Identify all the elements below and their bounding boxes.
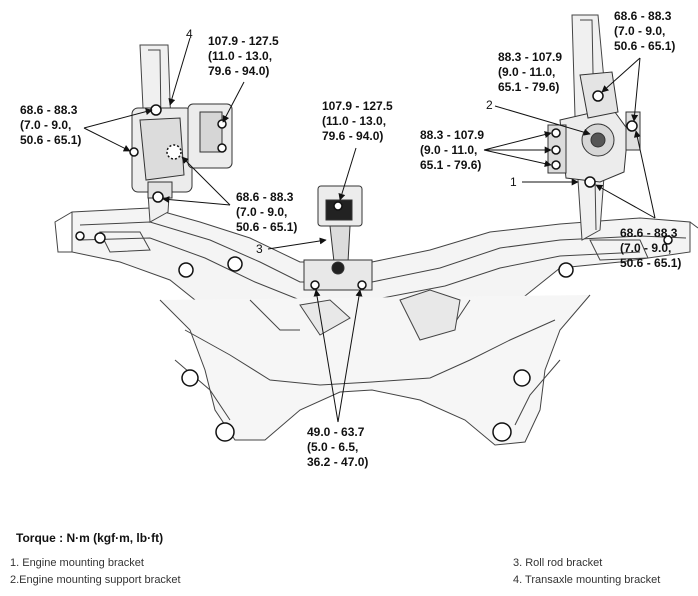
subframe-diagram (54, 14, 698, 446)
torque-left-lower: 68.6 - 88.3 (7.0 - 9.0, 50.6 - 65.1) (236, 190, 297, 235)
torque-line: 79.6 - 94.0) (322, 129, 384, 143)
torque-line: (5.0 - 6.5, (307, 440, 359, 454)
torque-line: (7.0 - 9.0, (614, 24, 666, 38)
legend-item-1: 1. Engine mounting bracket (10, 557, 144, 569)
torque-line: 107.9 - 127.5 (208, 34, 279, 48)
torque-line: 68.6 - 88.3 (236, 190, 294, 204)
torque-line: 65.1 - 79.6) (498, 80, 560, 94)
torque-line: 50.6 - 65.1) (236, 220, 298, 234)
torque-center-bottom: 49.0 - 63.7 (5.0 - 6.5, 36.2 - 47.0) (307, 425, 368, 470)
torque-line: 79.6 - 94.0) (208, 64, 270, 78)
torque-line: 50.6 - 65.1) (20, 133, 82, 147)
torque-line: (7.0 - 9.0, (236, 205, 288, 219)
torque-line: (9.0 - 11.0, (498, 65, 556, 79)
torque-line: (9.0 - 11.0, (420, 143, 478, 157)
torque-upper-left-top: 107.9 - 127.5 (11.0 - 13.0, 79.6 - 94.0) (208, 34, 279, 79)
callout-2: 2 (486, 98, 493, 112)
torque-line: 49.0 - 63.7 (307, 425, 365, 439)
torque-line: (11.0 - 13.0, (322, 114, 387, 128)
torque-line: (11.0 - 13.0, (208, 49, 273, 63)
legend-item-2: 2.Engine mounting support bracket (10, 574, 181, 586)
center-roll-rod (303, 185, 373, 291)
left-mount-assembly (131, 103, 233, 199)
torque-line: 68.6 - 88.3 (20, 103, 78, 117)
torque-line: 107.9 - 127.5 (322, 99, 393, 113)
legend-item-3: 3. Roll rod bracket (513, 557, 603, 569)
torque-line: 36.2 - 47.0) (307, 455, 369, 469)
torque-line: (7.0 - 9.0, (620, 241, 672, 255)
torque-line: 68.6 - 88.3 (614, 9, 672, 23)
legend-item-4: 4. Transaxle mounting bracket (513, 574, 661, 586)
torque-right-lower: 68.6 - 88.3 (7.0 - 9.0, 50.6 - 65.1) (620, 226, 681, 271)
torque-center-top: 107.9 - 127.5 (11.0 - 13.0, 79.6 - 94.0) (322, 99, 393, 144)
torque-right-upper-mid: 88.3 - 107.9 (9.0 - 11.0, 65.1 - 79.6) (498, 50, 562, 95)
callout-4: 4 (186, 27, 193, 41)
torque-line: 50.6 - 65.1) (620, 256, 682, 270)
torque-right-mid-left: 88.3 - 107.9 (9.0 - 11.0, 65.1 - 79.6) (420, 128, 484, 173)
torque-line: 88.3 - 107.9 (498, 50, 563, 64)
torque-upper-left-side: 68.6 - 88.3 (7.0 - 9.0, 50.6 - 65.1) (20, 103, 81, 148)
torque-line: 50.6 - 65.1) (614, 39, 676, 53)
torque-line: 88.3 - 107.9 (420, 128, 485, 142)
leader-lines (83, 37, 656, 423)
torque-right-top: 68.6 - 88.3 (7.0 - 9.0, 50.6 - 65.1) (614, 9, 675, 54)
torque-line: 68.6 - 88.3 (620, 226, 678, 240)
torque-line: (7.0 - 9.0, (20, 118, 72, 132)
torque-line: 65.1 - 79.6) (420, 158, 482, 172)
bolts (75, 90, 673, 442)
torque-unit-note: Torque : N·m (kgf·m, lb·ft) (16, 531, 164, 545)
callout-1: 1 (510, 175, 517, 189)
callout-3: 3 (256, 242, 263, 256)
